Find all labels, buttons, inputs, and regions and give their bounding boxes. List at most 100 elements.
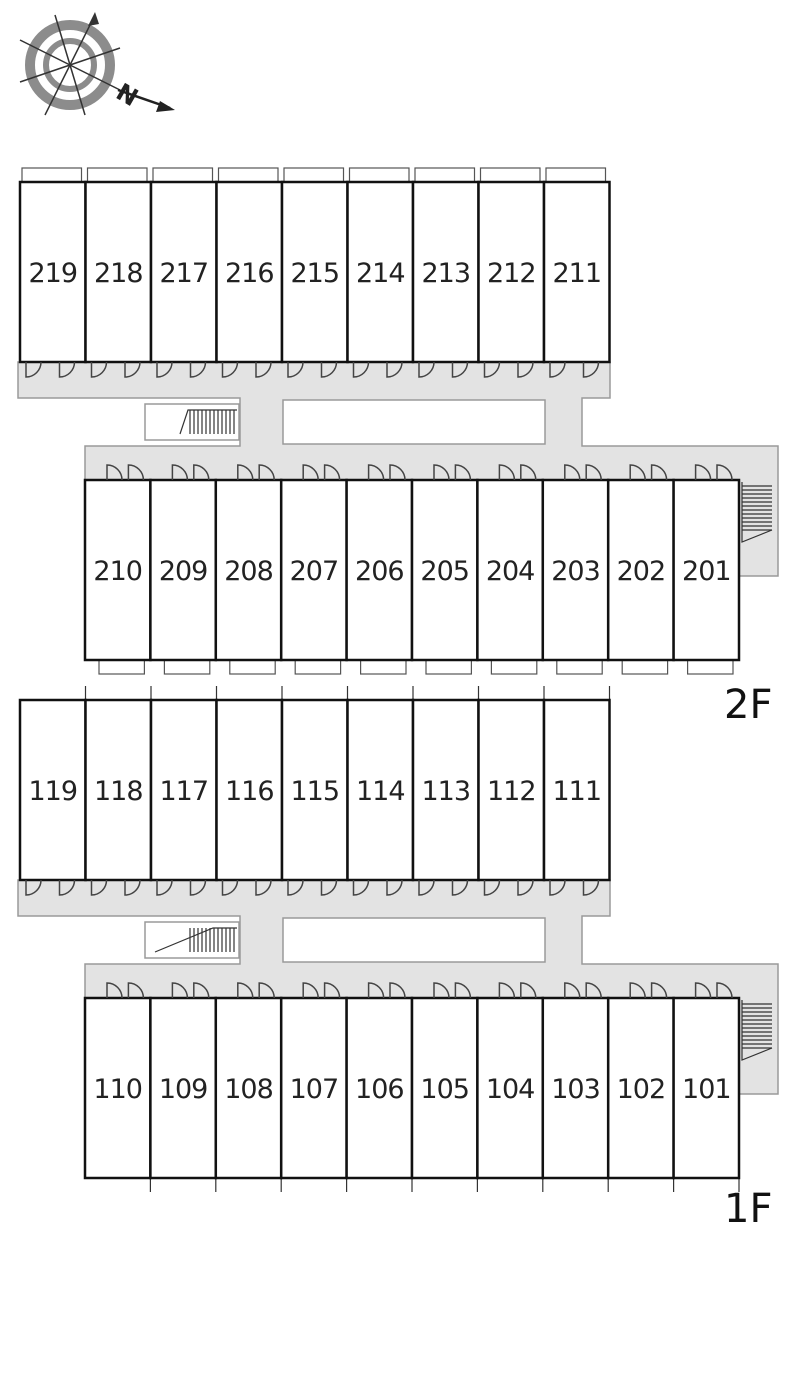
unit-number: 111 (552, 776, 601, 807)
unit-207[interactable]: 207 (279, 464, 348, 662)
unit-103[interactable]: 103 (541, 982, 610, 1180)
unit-116[interactable]: 116 (215, 698, 284, 896)
unit-109[interactable]: 109 (149, 982, 218, 1180)
unit-205[interactable]: 205 (410, 464, 479, 662)
unit-113[interactable]: 113 (411, 698, 480, 896)
unit-number: 104 (486, 1074, 535, 1105)
staircase-icon (154, 927, 237, 953)
unit-202[interactable]: 202 (606, 464, 675, 662)
unit-number: 218 (94, 258, 143, 289)
door-icon (585, 464, 602, 481)
staircase-icon (741, 1000, 773, 1061)
unit-110[interactable]: 110 (83, 982, 152, 1180)
unit-213[interactable]: 213 (411, 180, 480, 378)
door-icon (90, 879, 108, 896)
balcony (217, 167, 279, 183)
balcony (425, 659, 473, 675)
door-icon (629, 464, 646, 481)
door-icon (320, 879, 338, 896)
courtyard-void (282, 917, 546, 963)
unit-204[interactable]: 204 (476, 464, 545, 662)
unit-104[interactable]: 104 (476, 982, 545, 1180)
door-icon (171, 982, 189, 999)
door-icon (582, 879, 600, 896)
door-icon (255, 879, 272, 896)
unit-211[interactable]: 211 (542, 180, 611, 378)
balcony (21, 167, 83, 183)
balcony (152, 167, 214, 183)
unit-number: 217 (159, 258, 208, 289)
door-icon (323, 982, 341, 999)
door-icon (582, 361, 600, 378)
door-icon (386, 361, 403, 378)
unit-119[interactable]: 119 (18, 698, 87, 896)
unit-number: 215 (290, 258, 339, 289)
unit-number: 107 (290, 1074, 339, 1105)
door-icon (255, 361, 272, 378)
unit-108[interactable]: 108 (214, 982, 283, 1180)
door-icon (221, 879, 239, 896)
unit-218[interactable]: 218 (84, 180, 153, 378)
unit-number: 203 (551, 556, 600, 587)
door-icon (323, 464, 341, 481)
unit-number: 105 (420, 1074, 469, 1105)
unit-201[interactable]: 201 (672, 464, 741, 662)
door-icon (287, 361, 304, 378)
door-icon (549, 361, 566, 378)
unit-106[interactable]: 106 (345, 982, 414, 1180)
unit-115[interactable]: 115 (280, 698, 349, 896)
door-icon (454, 464, 472, 481)
door-icon (127, 982, 145, 999)
unit-107[interactable]: 107 (279, 982, 348, 1180)
unit-217[interactable]: 217 (149, 180, 218, 378)
unit-214[interactable]: 214 (346, 180, 415, 378)
unit-117[interactable]: 117 (149, 698, 218, 896)
door-icon (25, 879, 42, 896)
unit-203[interactable]: 203 (541, 464, 610, 662)
door-icon (320, 361, 338, 378)
unit-209[interactable]: 209 (149, 464, 218, 662)
unit-number: 216 (225, 258, 274, 289)
unit-112[interactable]: 112 (477, 698, 546, 896)
courtyard-void (282, 399, 546, 445)
balcony (86, 167, 148, 183)
unit-219[interactable]: 219 (18, 180, 87, 378)
door-icon (106, 982, 123, 999)
unit-number: 117 (159, 776, 208, 807)
door-icon (127, 464, 145, 481)
door-icon (189, 361, 207, 378)
balcony (621, 659, 669, 675)
door-icon (451, 361, 469, 378)
unit-118[interactable]: 118 (84, 698, 153, 896)
door-icon (650, 464, 668, 481)
door-icon (520, 464, 537, 481)
unit-210[interactable]: 210 (83, 464, 152, 662)
unit-number: 219 (28, 258, 77, 289)
balcony (545, 167, 607, 183)
door-icon (156, 361, 173, 378)
unit-number: 206 (355, 556, 404, 587)
unit-215[interactable]: 215 (280, 180, 349, 378)
unit-number: 213 (421, 258, 470, 289)
unit-101[interactable]: 101 (672, 982, 741, 1180)
door-icon (106, 464, 123, 481)
door-icon (352, 879, 370, 896)
door-icon (517, 361, 534, 378)
unit-114[interactable]: 114 (346, 698, 415, 896)
balcony (294, 659, 342, 675)
unit-206[interactable]: 206 (345, 464, 414, 662)
unit-208[interactable]: 208 (214, 464, 283, 662)
unit-105[interactable]: 105 (410, 982, 479, 1180)
balcony (283, 167, 345, 183)
door-icon (90, 361, 108, 378)
unit-212[interactable]: 212 (477, 180, 546, 378)
door-icon (302, 464, 319, 481)
unit-number: 115 (290, 776, 339, 807)
unit-111[interactable]: 111 (542, 698, 611, 896)
unit-102[interactable]: 102 (606, 982, 675, 1180)
unit-216[interactable]: 216 (215, 180, 284, 378)
door-icon (189, 879, 207, 896)
balcony (414, 167, 476, 183)
door-icon (483, 879, 501, 896)
door-icon (549, 879, 566, 896)
